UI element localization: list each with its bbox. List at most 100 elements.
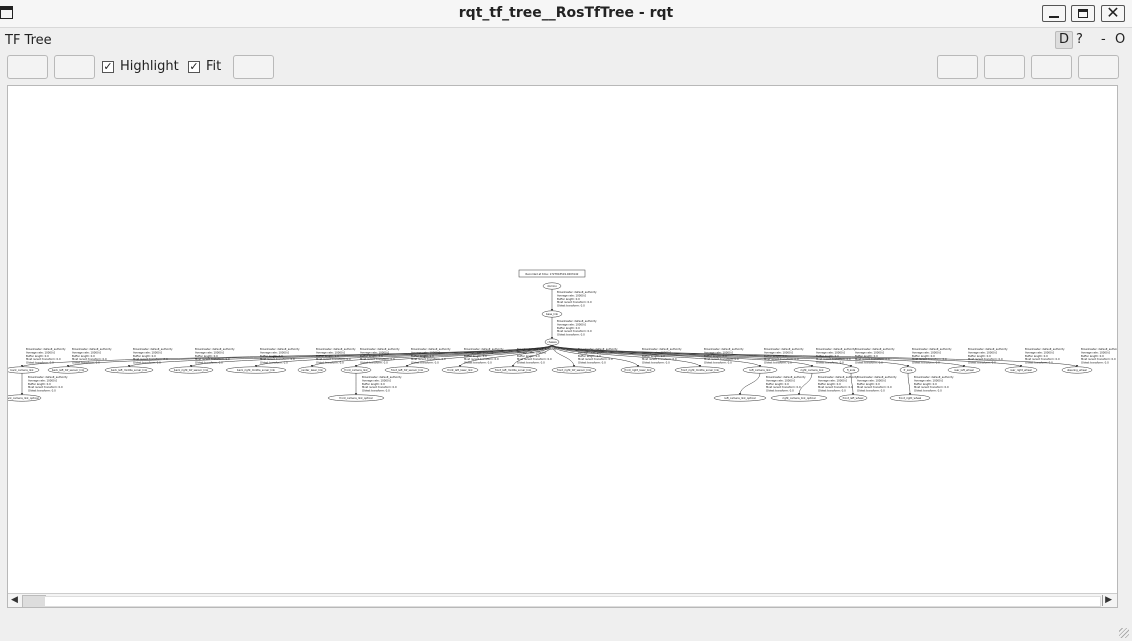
edge-info: Oldest transform: 0.0 <box>1081 361 1109 365</box>
edge-info: Most recent transform: 0.0 <box>464 357 499 361</box>
tf-edge-arrowhead <box>962 365 966 367</box>
edge-info: Oldest transform: 0.0 <box>914 389 942 393</box>
frame-node-label: front_right_tof_sensor_link <box>557 368 592 372</box>
edge-info: Most recent transform: 0.0 <box>857 385 892 389</box>
edge-info: Buffer length: 0.0 <box>816 354 839 358</box>
tf-edge <box>551 344 1078 368</box>
frame-node-label: right_camera_link <box>800 368 824 372</box>
tf-edge-arrowhead <box>849 365 853 367</box>
fit-in-view-button[interactable] <box>233 55 274 79</box>
save-dot-button[interactable] <box>984 55 1025 79</box>
edge-info: Broadcaster: default_authority <box>28 375 68 379</box>
edge-info: Oldest transform: 0.0 <box>72 361 100 365</box>
generate-graph-button[interactable] <box>54 55 95 79</box>
scroll-right-icon[interactable]: ▶ <box>1105 595 1112 605</box>
frame-node <box>384 366 430 374</box>
tf-edge <box>67 344 553 368</box>
frame-node-label: front_camera_link_optical <box>339 396 372 400</box>
recorded-label: Recorded at time: 1727843519.9403142 <box>526 272 579 276</box>
edge-info: Most recent transform: 0.0 <box>1081 357 1116 361</box>
minimize-plugin-button[interactable]: - <box>1101 32 1106 47</box>
minimize-window-button[interactable] <box>1042 5 1066 22</box>
tf-edge-arrowhead <box>1019 365 1023 367</box>
edge-info: Oldest transform: 0.0 <box>464 361 492 365</box>
edge-info: Most recent transform: 0.0 <box>642 357 677 361</box>
edge-info: Average rate: 10000.0 <box>968 350 998 354</box>
tf-edge <box>128 344 553 368</box>
frame-node-label: front_left_laser_link <box>447 368 473 372</box>
frame-node-label: rear_left_wheel <box>954 368 974 372</box>
edge-info: Oldest transform: 0.0 <box>316 361 344 365</box>
dock-d-button[interactable]: D <box>1055 31 1073 49</box>
frame-node <box>225 366 287 374</box>
edge-info: Most recent transform: 0.0 <box>704 357 739 361</box>
edge-info: Broadcaster: default_authority <box>1081 347 1117 351</box>
edge-info: Oldest transform: 0.0 <box>642 361 670 365</box>
refresh-graph-button[interactable] <box>7 55 48 79</box>
edge-info: Buffer length: 0.0 <box>28 382 51 386</box>
tf-edge-arrowhead <box>906 365 910 367</box>
scroll-left-icon[interactable]: ◀ <box>11 595 18 605</box>
edge-info: Buffer length: 0.0 <box>26 354 49 358</box>
close-plugin-button[interactable]: O <box>1115 32 1126 47</box>
tf-edge <box>551 344 701 368</box>
frame-node-label: front_right_laser_link <box>624 368 652 372</box>
edge-info: Average rate: 10000.0 <box>195 350 225 354</box>
save-svg-button[interactable] <box>1031 55 1072 79</box>
edge-info: Most recent transform: 0.0 <box>517 357 552 361</box>
resize-grip-icon[interactable] <box>1119 628 1129 638</box>
tf-edge <box>551 344 575 368</box>
edge-info: Broadcaster: default_authority <box>818 375 858 379</box>
edge-info: Buffer length: 0.0 <box>557 326 580 330</box>
edge-info: Most recent transform: 0.0 <box>362 385 397 389</box>
edge-info: Average rate: 10000.0 <box>316 350 346 354</box>
tf-edge <box>311 344 553 368</box>
tf-edge <box>850 372 854 396</box>
frame-node-label: front_right_middle_sonar_link <box>681 368 720 372</box>
edge-info: Oldest transform: 0.0 <box>557 333 585 337</box>
highlight-checkbox[interactable]: ✓ <box>102 60 114 73</box>
tf-edge-arrowhead <box>1075 365 1079 367</box>
edge-info: Buffer length: 0.0 <box>517 354 540 358</box>
tf-edge-arrowhead <box>851 393 855 395</box>
tf-edge <box>739 372 761 396</box>
edge-info: Buffer length: 0.0 <box>411 354 434 358</box>
horizontal-scrollbar[interactable]: ◀ ▶ <box>8 593 1117 607</box>
edge-info: Buffer length: 0.0 <box>133 354 156 358</box>
maximize-window-button[interactable] <box>1071 5 1095 22</box>
edge-info: Average rate: 10000.0 <box>517 350 547 354</box>
edge-info: Average rate: 10000.0 <box>1025 350 1055 354</box>
edge-info: Most recent transform: 0.0 <box>411 357 446 361</box>
load-dot-button[interactable] <box>937 55 978 79</box>
frame-node <box>488 366 538 374</box>
edge-info: Most recent transform: 0.0 <box>914 385 949 389</box>
close-window-button[interactable]: ✕ <box>1101 5 1125 22</box>
edge-info: Broadcaster: default_authority <box>26 347 66 351</box>
edge-info: Broadcaster: default_authority <box>316 347 356 351</box>
help-button[interactable]: ? <box>1076 32 1083 47</box>
edge-info: Most recent transform: 0.0 <box>816 357 851 361</box>
frame-node-label: front_left_tof_sensor_link <box>391 368 424 372</box>
tf-edge-arrowhead <box>908 393 912 395</box>
frame-node-label: right_camera_link_optical <box>782 396 815 400</box>
edge-info: Most recent transform: 0.0 <box>260 357 295 361</box>
edge-info: Oldest transform: 0.0 <box>260 361 288 365</box>
edge-info: Most recent transform: 0.0 <box>316 357 351 361</box>
edge-info: Most recent transform: 0.0 <box>26 357 61 361</box>
frame-node-label: front_left_wheel <box>843 396 864 400</box>
tf-edge-arrowhead <box>20 365 24 367</box>
edge-info: Average rate: 10000.0 <box>464 350 494 354</box>
frame-node-label: steering_wheel <box>1067 368 1087 372</box>
tf-edge-arrowhead <box>405 365 409 367</box>
edge-info: Average rate: 10000.0 <box>28 378 58 382</box>
highlight-label: Highlight <box>120 59 179 74</box>
fit-checkbox[interactable]: ✓ <box>188 60 200 73</box>
edge-info: Broadcaster: default_authority <box>857 375 897 379</box>
edge-info: Oldest transform: 0.0 <box>195 361 223 365</box>
scrollbar-thumb[interactable] <box>22 595 46 607</box>
save-image-button[interactable] <box>1078 55 1119 79</box>
edge-info: Most recent transform: 0.0 <box>195 357 230 361</box>
tf-edge <box>459 344 553 368</box>
tf-edge-arrowhead <box>66 365 70 367</box>
